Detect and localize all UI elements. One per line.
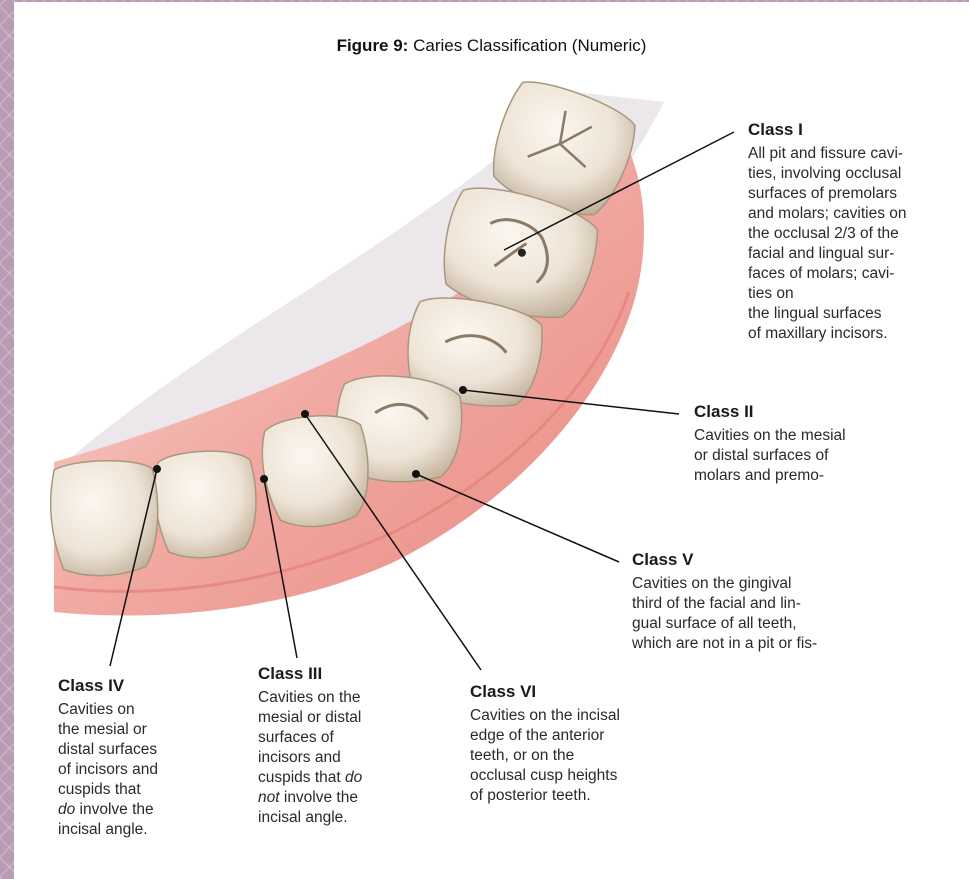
class-2-label: Class II Cavities on the mesial or dista… <box>694 402 846 486</box>
class-4-line: the mesial or <box>58 720 158 740</box>
class-4-emph-rest: involve the <box>75 801 153 818</box>
incisor-lateral <box>153 449 259 560</box>
class-3-label: Class III Cavities on the mesial or dist… <box>258 664 362 828</box>
class-1-line: faces of molars; cavi- <box>748 264 907 284</box>
pit-class3 <box>260 475 268 483</box>
class-1-line: surfaces of premolars <box>748 184 907 204</box>
class-3-line-emphasis: not involve the <box>258 788 362 808</box>
class-3-line: incisors and <box>258 748 362 768</box>
class-4-line: cuspids that <box>58 780 158 800</box>
class-2-line: Cavities on the mesial <box>694 426 846 446</box>
class-1-label: Class I All pit and fissure cavi- ties, … <box>748 120 907 344</box>
class-1-line: All pit and fissure cavi- <box>748 144 907 164</box>
pit-class6 <box>301 410 309 418</box>
class-1-line: ties on <box>748 284 907 304</box>
class-3-title: Class III <box>258 664 362 684</box>
incisor-central <box>49 459 160 577</box>
class-4-label: Class IV Cavities on the mesial or dista… <box>58 676 158 840</box>
class-4-line: incisal angle. <box>58 820 158 840</box>
class-6-title: Class VI <box>470 682 620 702</box>
class-3-line5-emph: do <box>345 769 362 786</box>
class-6-label: Class VI Cavities on the incisal edge of… <box>470 682 620 806</box>
class-5-label: Class V Cavities on the gingival third o… <box>632 550 817 654</box>
pit-class2 <box>459 386 467 394</box>
class-1-line: and molars; cavities on <box>748 204 907 224</box>
figure-panel: Figure 9: Caries Classification (Numeric… <box>14 2 969 879</box>
class-3-line5-prefix: cuspids that <box>258 769 345 786</box>
class-6-line: edge of the anterior <box>470 726 620 746</box>
class-3-line: incisal angle. <box>258 808 362 828</box>
class-6-line: of posterior teeth. <box>470 786 620 806</box>
class-4-line: distal surfaces <box>58 740 158 760</box>
class-3-line-emphasis: cuspids that do <box>258 768 362 788</box>
class-3-line: Cavities on the <box>258 688 362 708</box>
class-3-line6-rest: involve the <box>280 789 358 806</box>
class-4-line: Cavities on <box>58 700 158 720</box>
class-3-line: surfaces of <box>258 728 362 748</box>
class-6-line: teeth, or on the <box>470 746 620 766</box>
figure-title-text: Caries Classification (Numeric) <box>408 36 646 55</box>
class-4-title: Class IV <box>58 676 158 696</box>
figure-title: Figure 9: Caries Classification (Numeric… <box>14 36 969 56</box>
class-6-line: Cavities on the incisal <box>470 706 620 726</box>
class-3-line6-emph: not <box>258 789 280 806</box>
figure-title-number: Figure 9: <box>337 36 409 55</box>
class-2-line: molars and premo- <box>694 466 846 486</box>
class-5-title: Class V <box>632 550 817 570</box>
class-3-line: mesial or distal <box>258 708 362 728</box>
class-2-line: or distal surfaces of <box>694 446 846 466</box>
pit-class4 <box>153 465 161 473</box>
class-6-line: occlusal cusp heights <box>470 766 620 786</box>
class-1-line: of maxillary incisors. <box>748 324 907 344</box>
class-2-title: Class II <box>694 402 846 422</box>
class-4-emph-word: do <box>58 801 75 818</box>
class-5-line: which are not in a pit or fis- <box>632 634 817 654</box>
class-1-line: ties, involving occlusal <box>748 164 907 184</box>
class-1-line: the occlusal 2/3 of the <box>748 224 907 244</box>
class-4-line-emphasis: do involve the <box>58 800 158 820</box>
class-5-line: third of the facial and lin- <box>632 594 817 614</box>
class-5-line: Cavities on the gingival <box>632 574 817 594</box>
pit-class5 <box>412 470 420 478</box>
class-1-title: Class I <box>748 120 907 140</box>
class-1-line: the lingual surfaces <box>748 304 907 324</box>
class-4-line: of incisors and <box>58 760 158 780</box>
class-1-line: facial and lingual sur- <box>748 244 907 264</box>
class-5-line: gual surface of all teeth, <box>632 614 817 634</box>
